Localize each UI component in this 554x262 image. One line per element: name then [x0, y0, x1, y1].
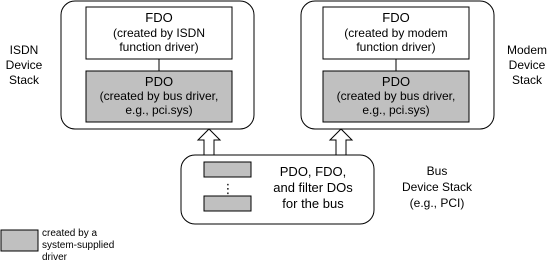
isdn-fdo-box	[85, 6, 233, 60]
bus-top-do-box	[203, 161, 252, 178]
isdn-pdo-line-3: e.g., pci.sys)	[125, 103, 192, 117]
bus-ellipsis: ⋮	[222, 181, 235, 196]
legend-swatch	[0, 229, 39, 252]
modem-fdo-title: FDO	[382, 10, 409, 25]
isdn-pdo-box	[85, 70, 233, 123]
isdn-pdo-line-2: (created by bus driver,	[100, 89, 219, 103]
isdn-pdo-title: PDO	[145, 74, 173, 89]
modem-fdo-line-2: (created by modem	[344, 26, 447, 40]
modem-pdo-box	[322, 70, 470, 123]
modem-label-line-1: Modem	[507, 43, 547, 57]
modem-label-line-3: Stack	[512, 73, 543, 87]
isdn-label-line-3: Stack	[9, 73, 40, 87]
legend-line-2: system-supplied	[42, 240, 114, 251]
legend-line-3: driver	[42, 252, 68, 262]
bus-bottom-do-box	[203, 195, 252, 212]
modem-up-arrow-icon	[328, 128, 354, 156]
isdn-up-arrow-icon	[196, 128, 222, 156]
modem-pdo-title: PDO	[382, 74, 410, 89]
bus-label-line-1: Bus	[427, 164, 448, 178]
bus-content-line-1: PDO, FDO,	[280, 164, 346, 179]
modem-label-line-2: Device	[509, 58, 546, 72]
bus-content-line-3: for the bus	[282, 196, 344, 211]
isdn-fdo-line-3: function driver)	[119, 40, 198, 54]
modem-pdo-line-3: e.g., pci.sys)	[362, 103, 429, 117]
bus-content-line-2: and filter DOs	[273, 180, 353, 195]
isdn-label-line-1: ISDN	[10, 43, 39, 57]
bus-label-line-3: (e.g., PCI)	[410, 196, 465, 210]
modem-fdo-box	[322, 6, 470, 60]
bus-label-line-2: Device Stack	[402, 180, 473, 194]
legend-line-1: created by a	[42, 228, 97, 239]
modem-pdo-line-2: (created by bus driver,	[337, 89, 456, 103]
isdn-label-line-2: Device	[6, 58, 43, 72]
isdn-fdo-line-2: (created by ISDN	[113, 26, 205, 40]
modem-fdo-line-3: function driver)	[356, 40, 435, 54]
isdn-fdo-title: FDO	[145, 10, 172, 25]
